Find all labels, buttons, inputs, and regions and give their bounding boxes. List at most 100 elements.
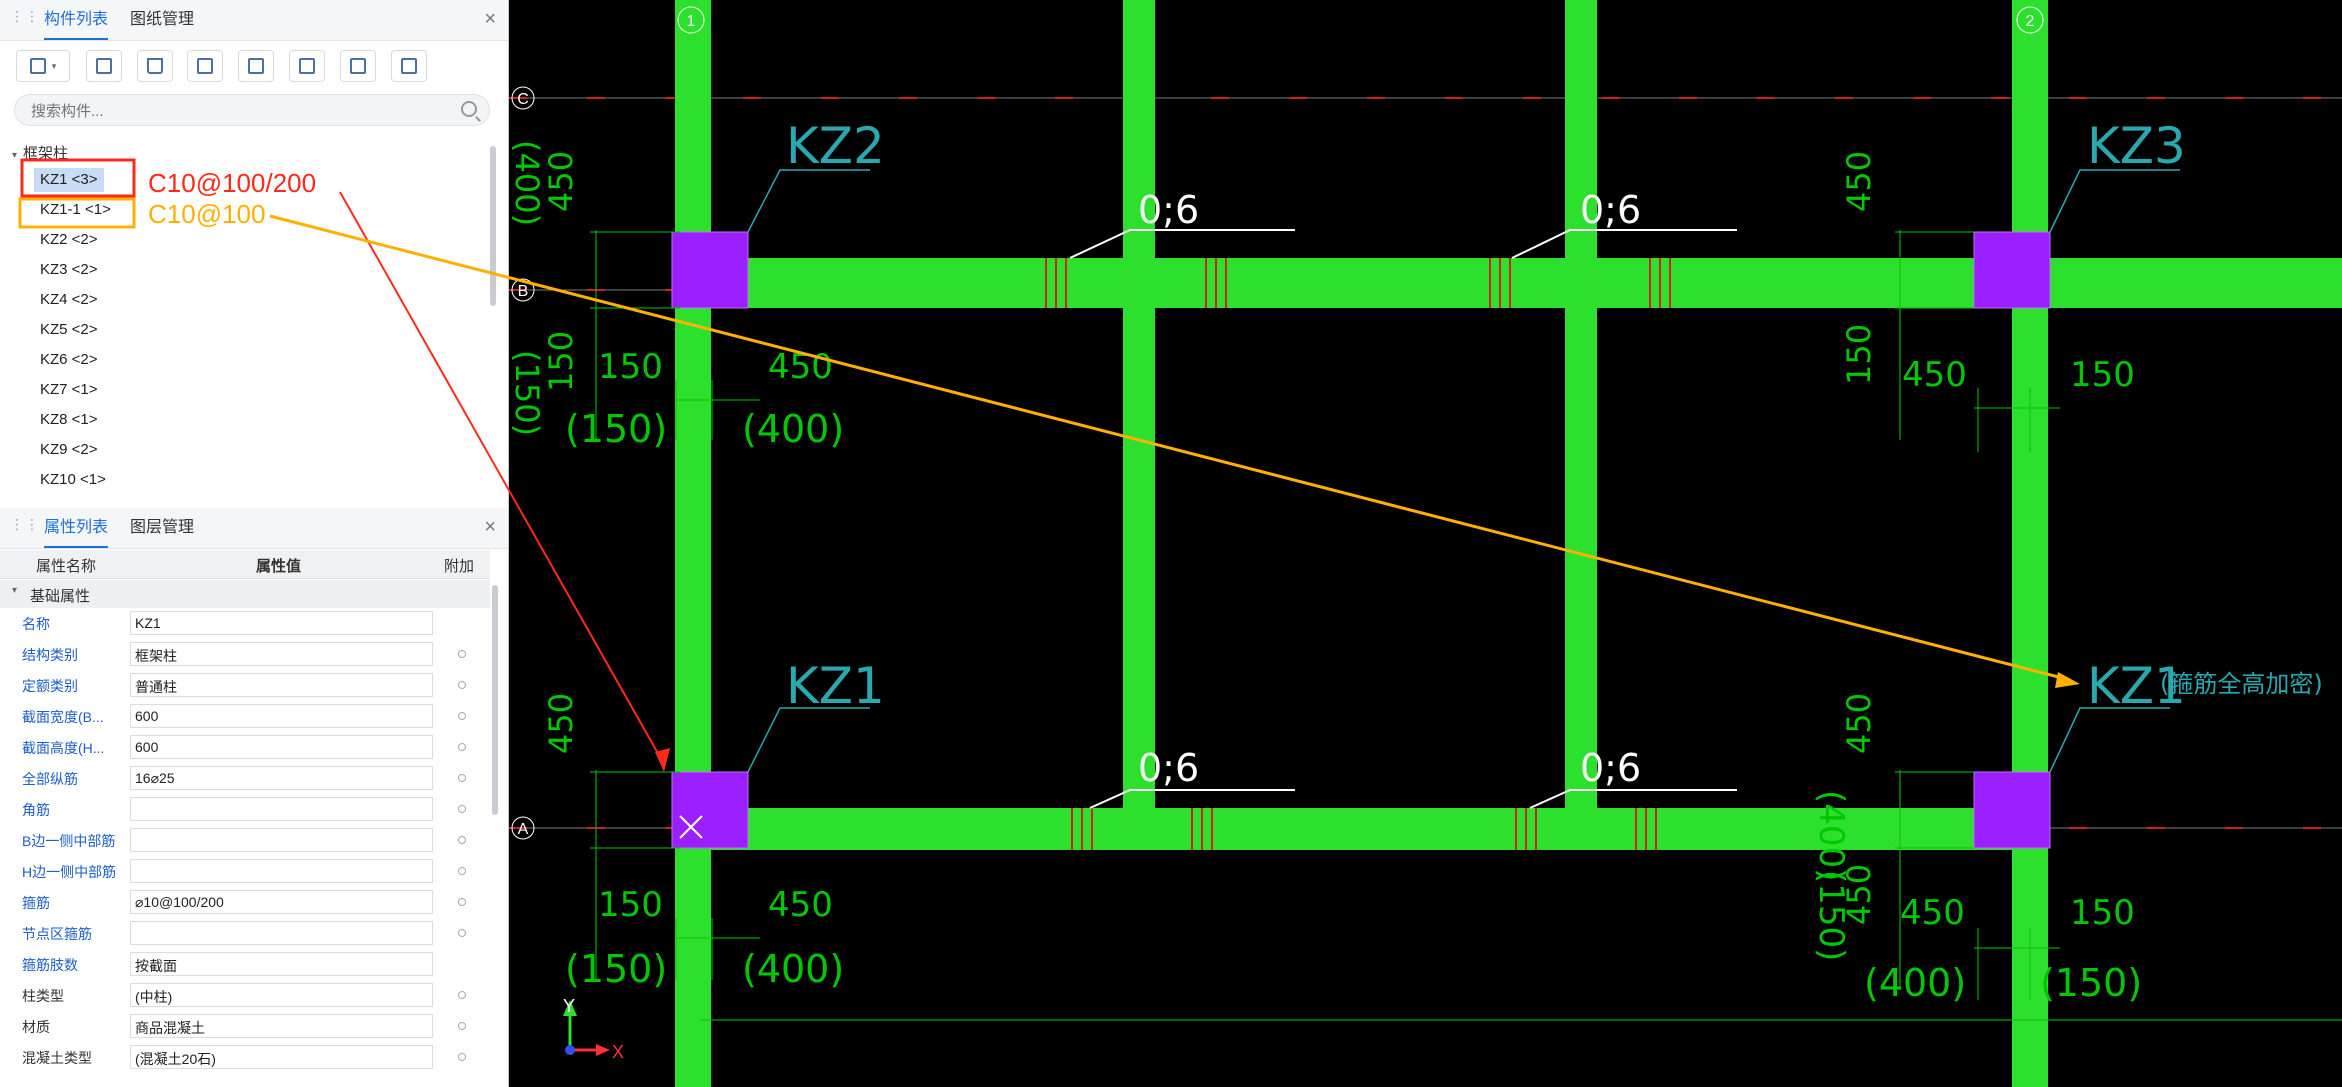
list-item[interactable]: KZ7 <1> <box>40 381 98 398</box>
attach-checkbox[interactable] <box>458 712 466 720</box>
list-item[interactable]: KZ10 <1> <box>40 471 106 488</box>
beam-vertical[interactable] <box>2012 0 2048 1087</box>
column-header-value: 属性值 <box>256 558 302 575</box>
column-kz3[interactable] <box>1973 231 2051 309</box>
beam-vertical[interactable] <box>1123 0 1155 828</box>
attach-checkbox[interactable] <box>458 929 466 937</box>
tab-component-list[interactable]: 构件列表 <box>44 0 109 40</box>
beam-mark-leaders <box>1069 229 1737 809</box>
property-row: 结构类别 框架柱 <box>0 639 490 670</box>
attach-checkbox[interactable] <box>458 650 466 658</box>
list-item[interactable]: KZ1-1 <1> <box>40 201 111 218</box>
attach-checkbox[interactable] <box>458 836 466 844</box>
list-button[interactable] <box>391 50 427 82</box>
property-value-field[interactable]: 16⌀25 <box>130 766 433 790</box>
dim-text: 450 <box>542 151 580 212</box>
property-list-scrollbar[interactable] <box>492 585 498 815</box>
ucs-y-label: Y <box>563 996 575 1016</box>
dim-text: 450 <box>1840 693 1878 754</box>
column-label: KZ2 <box>786 117 885 175</box>
beam-horizontal[interactable] <box>693 258 2342 308</box>
property-value-field[interactable] <box>130 921 433 945</box>
list-item[interactable]: KZ5 <2> <box>40 321 98 338</box>
list-item[interactable]: KZ3 <2> <box>40 261 98 278</box>
attach-checkbox[interactable] <box>458 805 466 813</box>
property-value-field[interactable]: 按截面 <box>130 952 433 976</box>
extract-button[interactable] <box>238 50 274 82</box>
property-name: 柱类型 <box>22 988 64 1004</box>
property-value-field[interactable]: 框架柱 <box>130 642 433 666</box>
property-name: B边一侧中部筋 <box>22 833 116 849</box>
attach-checkbox[interactable] <box>458 681 466 689</box>
attach-checkbox[interactable] <box>458 898 466 906</box>
property-value-field[interactable]: ⌀10@100/200 <box>130 890 433 914</box>
list-item[interactable]: KZ8 <1> <box>40 411 98 428</box>
columns <box>671 231 2051 849</box>
search-input[interactable] <box>29 99 453 123</box>
caret-down-icon[interactable]: ▾ <box>12 150 18 161</box>
list-item[interactable]: KZ6 <2> <box>40 351 98 368</box>
beam-vertical[interactable] <box>675 0 711 1087</box>
list-item[interactable]: KZ1 <3> <box>34 168 104 192</box>
dim-text: 150 <box>598 347 663 387</box>
property-name: H边一侧中部筋 <box>22 864 117 880</box>
property-row: 角筋 <box>0 794 490 825</box>
dim-text: 150 <box>598 885 663 925</box>
import-button[interactable] <box>289 50 325 82</box>
attach-checkbox[interactable] <box>458 743 466 751</box>
list-item[interactable]: KZ2 <2> <box>40 231 98 248</box>
component-list-scrollbar[interactable] <box>490 146 496 306</box>
list-item[interactable]: KZ9 <2> <box>40 441 98 458</box>
beam-horizontal[interactable] <box>693 808 2048 850</box>
copy-button[interactable] <box>86 50 122 82</box>
property-value-field[interactable]: (中柱) <box>130 983 433 1007</box>
beam-vertical[interactable] <box>1565 0 1597 828</box>
copy-to-layer-button[interactable] <box>187 50 223 82</box>
list-item[interactable]: KZ4 <2> <box>40 291 98 308</box>
tab-drawing-management[interactable]: 图纸管理 <box>130 11 195 28</box>
property-value-field[interactable]: 600 <box>130 704 433 728</box>
attach-checkbox[interactable] <box>458 867 466 875</box>
column-kz2[interactable] <box>671 231 749 309</box>
tab-layer-management[interactable]: 图层管理 <box>130 519 195 536</box>
column-label: KZ1 <box>2087 657 2186 715</box>
property-row: 定额类别 普通柱 <box>0 670 490 701</box>
search-icon[interactable] <box>461 101 477 117</box>
attach-checkbox[interactable] <box>458 991 466 999</box>
column-kz1[interactable] <box>1973 771 2051 849</box>
property-value-field[interactable]: 普通柱 <box>130 673 433 697</box>
caret-down-icon[interactable]: ▾ <box>12 585 18 596</box>
attach-checkbox[interactable] <box>458 1022 466 1030</box>
property-value-field[interactable]: (混凝土20石) <box>130 1045 433 1069</box>
property-value-field[interactable] <box>130 859 433 883</box>
axis-letter: A <box>518 821 529 838</box>
filter-button[interactable] <box>340 50 376 82</box>
property-value-field[interactable]: KZ1 <box>130 611 433 635</box>
column-labels: KZ2 KZ3 KZ1 KZ1 (箍筋全高加密) <box>786 117 2323 715</box>
attach-checkbox[interactable] <box>458 1053 466 1061</box>
close-icon[interactable]: × <box>484 516 496 538</box>
property-value-field[interactable]: 600 <box>130 735 433 759</box>
property-name: 箍筋肢数 <box>22 957 78 973</box>
highlight-box-red <box>20 158 136 198</box>
property-section[interactable]: ▾ 基础属性 <box>0 580 490 608</box>
property-value-field[interactable] <box>130 797 433 821</box>
column-kz1[interactable] <box>671 771 749 849</box>
tree-group-frame-column[interactable]: ▾ 框架柱 <box>12 142 68 163</box>
tree-group-label: 框架柱 <box>23 145 69 162</box>
property-value-field[interactable] <box>130 828 433 852</box>
new-component-button[interactable]: ▾ <box>16 50 70 82</box>
property-value-field[interactable]: 商品混凝土 <box>130 1014 433 1038</box>
property-panel-header: ⋮⋮ 属性列表 图层管理 × <box>0 508 508 549</box>
attach-checkbox[interactable] <box>458 774 466 782</box>
dimension-texts: 450 450 150 450 450 450 150 150 150 450 … <box>509 140 2142 1005</box>
close-icon[interactable]: × <box>484 8 496 30</box>
tab-property-list[interactable]: 属性列表 <box>44 508 109 548</box>
axis-markers: 1 2 C B A <box>511 6 2044 840</box>
dim-text: (400) <box>742 947 844 991</box>
dim-text: 150 <box>2070 893 2135 933</box>
cad-drawing-canvas[interactable]: 1 2 C B A KZ2 KZ3 KZ1 KZ1 (箍筋全高加密) 0;6 0… <box>509 0 2342 1087</box>
delete-button[interactable] <box>137 50 173 82</box>
property-row: 截面高度(H... 600 <box>0 732 490 763</box>
